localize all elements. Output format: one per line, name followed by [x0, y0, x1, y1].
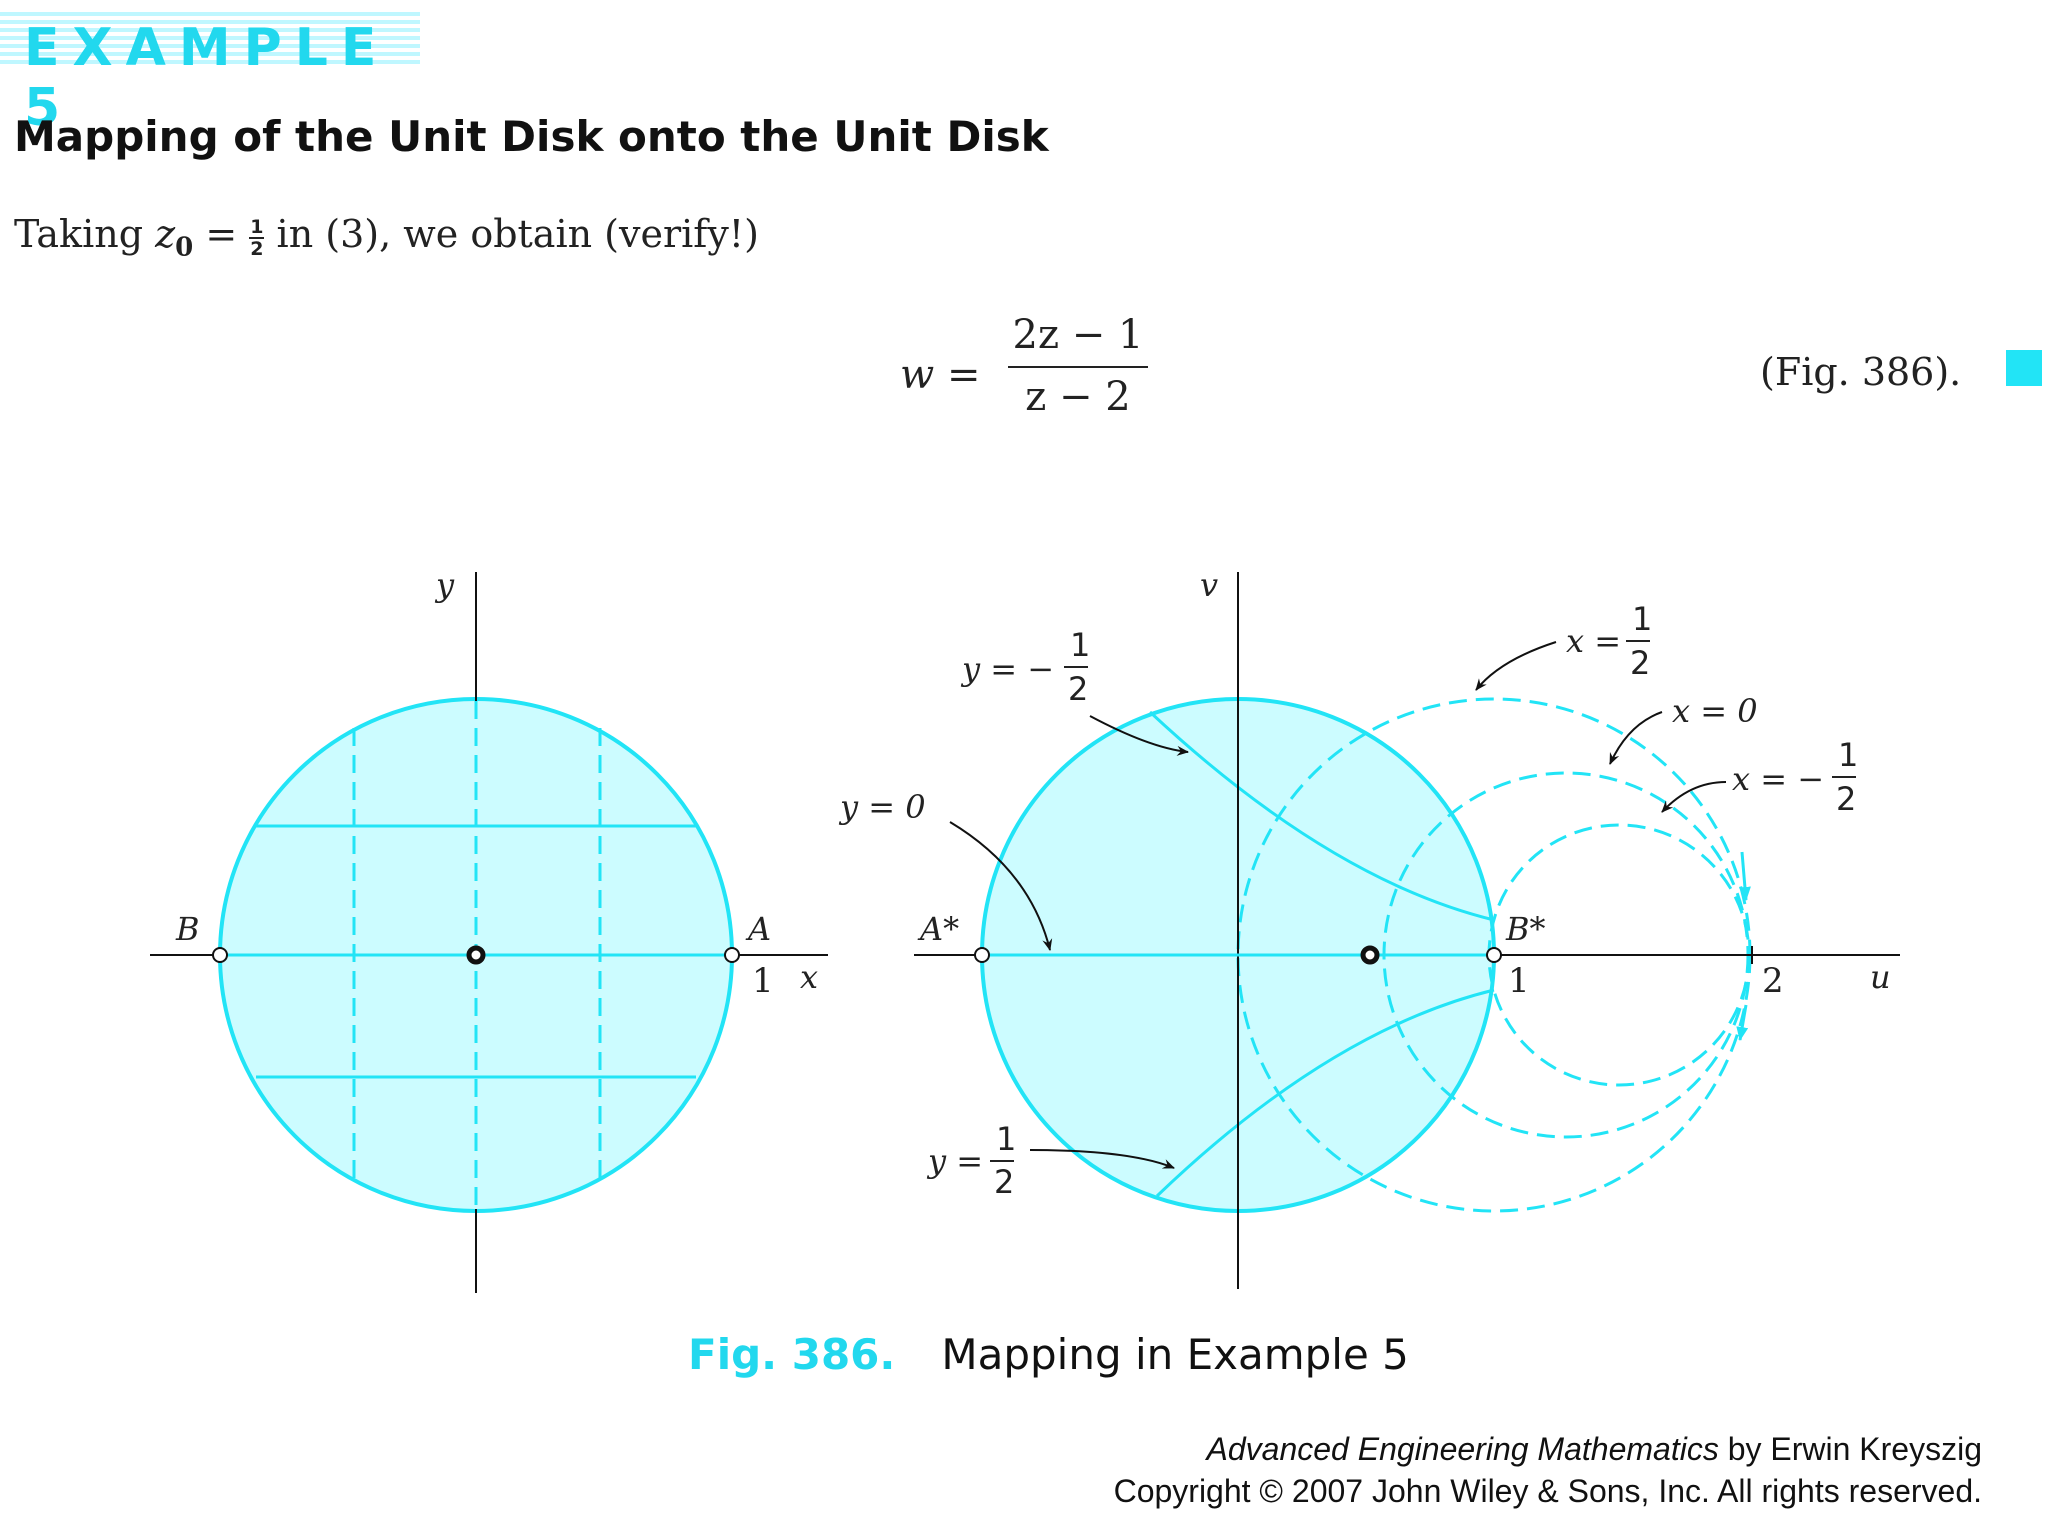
- equation-reference: (Fig. 386).: [1760, 350, 1962, 394]
- annotation-y-zero-text: y = 0: [838, 788, 926, 826]
- point-b-marker: [212, 947, 228, 963]
- example-label: EXAMPLE 5: [24, 18, 390, 138]
- annotation-y-half-num: 1: [996, 1120, 1016, 1158]
- intro-frac-num: 1: [249, 215, 265, 239]
- image-arc-y-half: [1155, 988, 1495, 1198]
- annotation-y-half: y = 1 2: [926, 1120, 1175, 1201]
- annotation-y-half-den: 2: [994, 1163, 1014, 1201]
- annotation-y-neg-half-lhs: y = −: [960, 650, 1054, 688]
- book-author: by Erwin Kreyszig: [1718, 1431, 1982, 1467]
- annotation-y-neg-half-den: 2: [1068, 670, 1088, 708]
- book-title: Advanced Engineering Mathematics: [1206, 1431, 1719, 1467]
- image-of-origin-marker: [1360, 945, 1380, 965]
- label-point-b: B: [175, 910, 200, 948]
- axis-label-v: v: [1200, 566, 1218, 604]
- example-banner: EXAMPLE 5: [0, 12, 420, 138]
- annotation-x-half-lhs: x =: [1566, 622, 1621, 660]
- leader-x-zero: [1609, 711, 1663, 765]
- annotation-x-half-num: 1: [1632, 600, 1652, 638]
- annotation-y-neg-half-num: 1: [1070, 626, 1090, 664]
- annotation-y-neg-half: y = − 1 2: [960, 626, 1189, 756]
- point-a-marker: [724, 947, 740, 963]
- annotation-x-neg-half: x = − 1 2: [1661, 736, 1858, 818]
- leader-x-neg-half: [1661, 781, 1727, 813]
- origin-marker-z: [466, 945, 486, 965]
- figure-caption: Fig. 386. Mapping in Example 5: [688, 1330, 1409, 1379]
- annotation-x-neg-half-lhs: x = −: [1732, 760, 1824, 798]
- annotation-x-half-den: 2: [1630, 644, 1650, 682]
- axis-label-x: x: [800, 958, 818, 996]
- flow-arrow-lower: [1736, 1004, 1749, 1041]
- w-plane-panel: v u A* B* 1 2 y = − 1 2 y = 0 y = 1 2: [838, 566, 1900, 1289]
- book-credit-line: Advanced Engineering Mathematics by Erwi…: [1114, 1428, 1982, 1470]
- label-point-b-star: B*: [1505, 910, 1546, 948]
- point-a-star-marker: [974, 947, 990, 963]
- intro-var: z: [155, 212, 176, 256]
- equation-fraction: 2z − 1 z − 2: [1008, 312, 1148, 420]
- annotation-x-half: x = 1 2: [1475, 600, 1652, 691]
- intro-frac-den: 2: [250, 237, 264, 260]
- axis-label-y: y: [434, 566, 455, 604]
- annotation-y-half-lhs: y =: [926, 1142, 983, 1180]
- intro-before: Taking: [14, 212, 156, 256]
- tick-label-one-w: 1: [1508, 961, 1530, 1001]
- annotation-x-zero: x = 0: [1609, 692, 1758, 765]
- figure-number: Fig. 386.: [688, 1330, 896, 1379]
- intro-equals: =: [193, 212, 250, 256]
- end-of-example-mark: [2006, 350, 2042, 386]
- leader-y-zero: [949, 821, 1053, 951]
- leader-y-half: [1029, 1149, 1175, 1169]
- label-point-a-star: A*: [917, 910, 959, 948]
- annotation-y-zero: y = 0: [838, 788, 1053, 951]
- point-b-star-marker: [1486, 947, 1502, 963]
- image-arc-y-neg-half: [1148, 710, 1495, 922]
- z-plane-panel: y x B A 1: [150, 566, 828, 1293]
- axis-label-u: u: [1870, 958, 1891, 996]
- copyright-notice: Advanced Engineering Mathematics by Erwi…: [1114, 1428, 1982, 1512]
- intro-sub: 0: [175, 232, 194, 263]
- tick-label-one-z: 1: [752, 961, 774, 1001]
- flow-arrow-upper: [1738, 851, 1751, 901]
- leader-x-half: [1475, 641, 1557, 691]
- annotation-x-neg-half-den: 2: [1836, 780, 1856, 818]
- intro-after: in (3), we obtain (verify!): [264, 212, 759, 256]
- section-title: Mapping of the Unit Disk onto the Unit D…: [14, 112, 1049, 161]
- equation-lhs: w =: [900, 352, 981, 398]
- label-point-a: A: [745, 910, 771, 948]
- leader-y-neg-half: [1089, 715, 1189, 756]
- tick-label-two: 2: [1762, 961, 1784, 1001]
- annotation-x-neg-half-num: 1: [1838, 736, 1858, 774]
- figure-caption-text: Mapping in Example 5: [941, 1330, 1409, 1379]
- annotation-x-zero-text: x = 0: [1672, 692, 1758, 730]
- equation-denominator: z − 2: [1025, 374, 1131, 420]
- equation-numerator: 2z − 1: [1008, 312, 1148, 368]
- copyright-line: Copyright © 2007 John Wiley & Sons, Inc.…: [1113, 1473, 1982, 1509]
